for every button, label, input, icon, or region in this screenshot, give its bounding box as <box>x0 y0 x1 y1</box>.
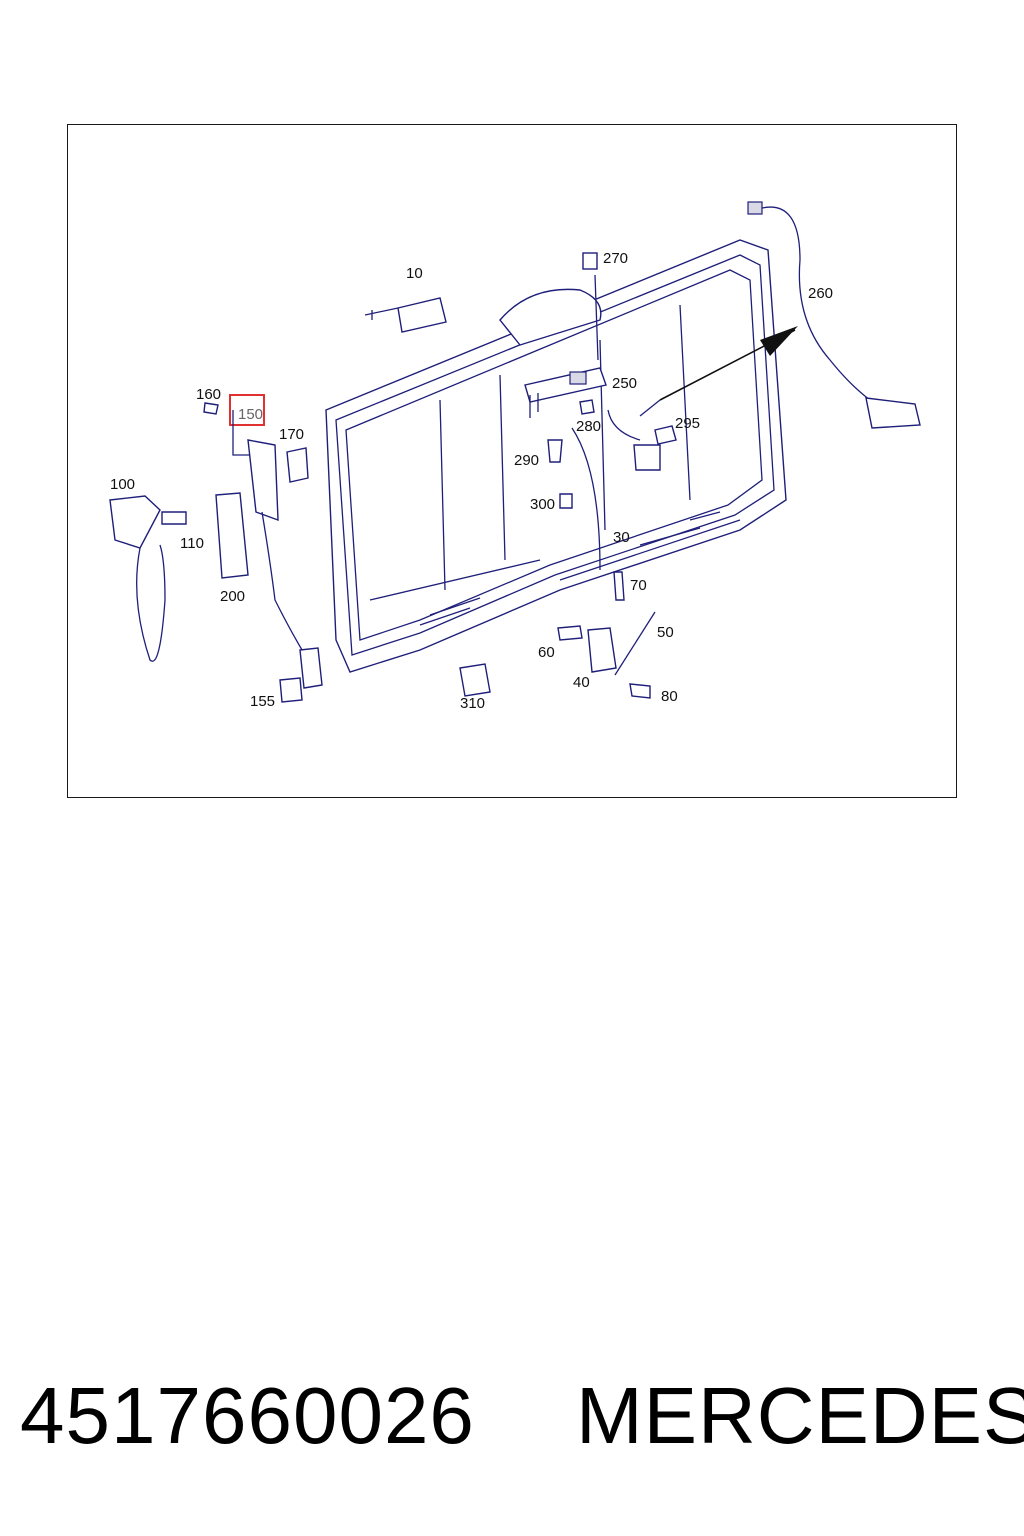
part-295-connector <box>633 444 661 471</box>
part-280 <box>579 399 595 415</box>
callout-250: 250 <box>612 375 637 392</box>
callout-50: 50 <box>657 624 674 641</box>
callout-10: 10 <box>406 265 423 282</box>
callout-290: 290 <box>514 452 539 469</box>
callout-200: 200 <box>220 588 245 605</box>
part-50-rod <box>614 611 656 676</box>
callout-40: 40 <box>573 674 590 691</box>
callout-160: 160 <box>196 386 221 403</box>
diagram-frame <box>67 124 957 798</box>
part-150-lock <box>229 394 323 689</box>
part-260-sensor <box>747 201 921 429</box>
part-160-screw <box>203 402 219 415</box>
callout-70: 70 <box>630 577 647 594</box>
pointer-arrow <box>639 326 798 417</box>
parts-diagram: 10 270 260 250 160 150 170 280 295 290 1… <box>109 201 921 712</box>
part-30-cable <box>571 427 601 571</box>
callout-170: 170 <box>279 426 304 443</box>
callout-150: 150 <box>238 406 263 423</box>
callout-280: 280 <box>576 418 601 435</box>
part-60 <box>557 625 583 641</box>
part-40-actuator <box>587 627 617 673</box>
callout-100: 100 <box>110 476 135 493</box>
part-310-clip <box>459 663 491 697</box>
part-number: 4517660026 <box>20 1371 475 1460</box>
part-110-bolt <box>161 511 187 525</box>
leader-270 <box>594 274 599 361</box>
part-200-cover <box>215 492 249 579</box>
callout-270: 270 <box>603 250 628 267</box>
callout-260: 260 <box>808 285 833 302</box>
callout-155: 155 <box>250 693 275 710</box>
callout-80: 80 <box>661 688 678 705</box>
part-100-bracket <box>109 495 166 662</box>
leader-295 <box>607 409 641 441</box>
callout-310: 310 <box>460 695 485 712</box>
part-290-bolt <box>547 439 563 463</box>
callout-295: 295 <box>675 415 700 432</box>
callout-300: 300 <box>530 496 555 513</box>
part-295 <box>654 425 677 445</box>
callout-60: 60 <box>538 644 555 661</box>
part-10-handle <box>364 297 447 333</box>
part-70 <box>613 571 625 601</box>
part-170-plate <box>286 447 309 483</box>
part-250-switch <box>524 367 607 418</box>
part-80-bolt <box>629 683 651 699</box>
brand-name: MERCEDES <box>576 1371 1024 1460</box>
part-270 <box>582 252 598 270</box>
callout-30: 30 <box>613 529 630 546</box>
callout-110: 110 <box>180 535 204 552</box>
highlight-box-150 <box>229 394 265 426</box>
part-300-clip <box>559 493 573 509</box>
part-155-connector <box>279 677 303 703</box>
